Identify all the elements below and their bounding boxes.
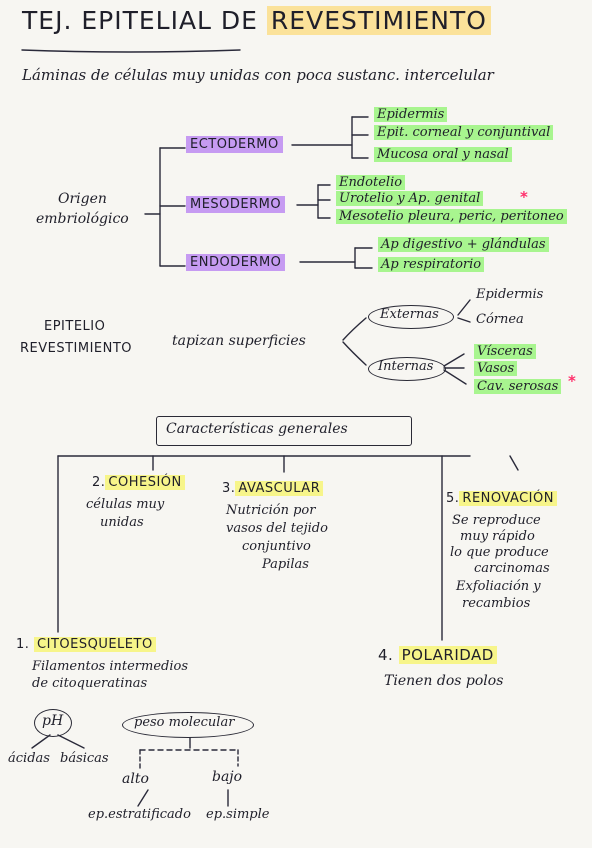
- polaridad-heading: 4. POLARIDAD: [378, 646, 497, 664]
- page-subtitle: Láminas de células muy unidas con poca s…: [22, 66, 494, 84]
- meso-item-1: Endotelio: [336, 175, 406, 190]
- renovacion-heading: 5.RENOVACIÓN: [446, 491, 557, 506]
- meso-item-3: Mesotelio pleura, peric, peritoneo: [336, 209, 567, 224]
- caracteristicas-box: [156, 416, 412, 446]
- renovacion-desc-5: Exfoliación y: [456, 579, 541, 594]
- origen-label: Origen: [58, 191, 107, 207]
- mesodermo-label: MESODERMO: [186, 196, 286, 213]
- internas-oval: [368, 357, 446, 381]
- title-part2: REVESTIMIENTO: [266, 6, 491, 35]
- externas-item-2: Córnea: [476, 312, 524, 327]
- renovacion-desc-3: lo que produce: [450, 545, 549, 560]
- avascular-desc-3: conjuntivo: [242, 539, 311, 554]
- renovacion-desc-2: muy rápido: [460, 529, 535, 544]
- internas-label: Internas: [378, 359, 434, 374]
- tapizan-text: tapizan superficies: [172, 333, 306, 349]
- avascular-desc-2: vasos del tejido: [226, 521, 328, 536]
- meso-item-2: Urotelio y Ap. genital: [336, 191, 484, 206]
- internas-item-1: Vísceras: [474, 344, 536, 359]
- endo-item-1: Ap digestivo + glándulas: [378, 237, 549, 252]
- ecto-item-3: Mucosa oral y nasal: [374, 147, 512, 162]
- meso-star-icon: *: [520, 188, 528, 206]
- endo-item-2: Ap respiratorio: [378, 257, 485, 272]
- ectodermo-name: ECTODERMO: [186, 136, 283, 153]
- peso-molecular-label: peso molecular: [134, 715, 235, 730]
- bajo-label: bajo: [212, 769, 243, 785]
- avascular-desc-1: Nutrición por: [226, 503, 316, 518]
- page-title: TEJ. EPITELIAL DE REVESTIMIENTO: [22, 6, 491, 35]
- title-part1: TEJ. EPITELIAL DE: [22, 6, 267, 35]
- ecto-item-2: Epit. corneal y conjuntival: [374, 125, 554, 140]
- cohesion-desc-1: células muy: [86, 497, 165, 512]
- ectodermo-label: ECTODERMO: [186, 136, 283, 153]
- cohesion-desc-2: unidas: [100, 515, 144, 530]
- caracteristicas-title: Características generales: [166, 421, 348, 437]
- avascular-heading: 3.AVASCULAR: [222, 481, 324, 496]
- externas-item-1: Epidermis: [476, 287, 544, 302]
- acidas-label: ácidas: [8, 751, 50, 766]
- internas-item-2: Vasos: [474, 361, 518, 376]
- ph-label: pH: [42, 713, 64, 729]
- ecto-item-1: Epidermis: [374, 107, 448, 122]
- ph-circle: [34, 709, 72, 737]
- epitelio-label: EPITELIO: [44, 319, 106, 334]
- citoesqueleto-heading: 1. CITOESQUELETO: [16, 637, 156, 652]
- alto-label: alto: [122, 771, 149, 787]
- externas-label: Externas: [380, 307, 439, 322]
- renovacion-desc-4: carcinomas: [474, 561, 550, 576]
- endodermo-name: ENDODERMO: [186, 254, 286, 271]
- peso-molecular-oval: [122, 712, 254, 738]
- embriologico-label: embriológico: [36, 211, 129, 227]
- renovacion-desc-6: recambios: [462, 596, 531, 611]
- renovacion-desc-1: Se reproduce: [452, 513, 541, 528]
- internas-item-3: Cav. serosas: [474, 379, 562, 394]
- mesodermo-name: MESODERMO: [186, 196, 286, 213]
- citoesqueleto-desc-2: de citoqueratinas: [32, 676, 148, 691]
- simple-label: ep.simple: [206, 807, 270, 822]
- revestimiento-label: REVESTIMIENTO: [20, 341, 133, 356]
- externas-oval: [368, 305, 454, 329]
- basicas-label: básicas: [60, 751, 109, 766]
- endodermo-label: ENDODERMO: [186, 254, 286, 271]
- estratificado-label: ep.estratificado: [88, 807, 191, 822]
- avascular-desc-4: Papilas: [262, 557, 309, 572]
- citoesqueleto-desc-1: Filamentos intermedios: [32, 659, 188, 674]
- cohesion-heading: 2.COHESIÓN: [92, 475, 185, 490]
- polaridad-desc: Tienen dos polos: [384, 673, 504, 689]
- internas-star-icon: *: [568, 372, 576, 390]
